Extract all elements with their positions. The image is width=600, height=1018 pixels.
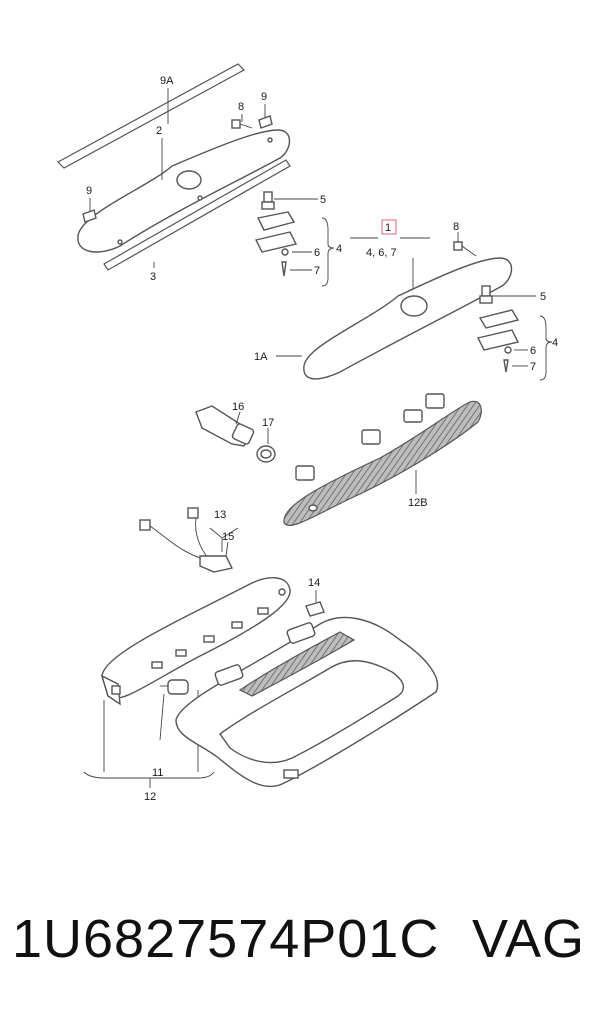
- seal-strip-9a: [57, 63, 245, 169]
- pad-9-upper: [258, 115, 273, 129]
- label-16: 16: [232, 401, 244, 413]
- label-17: 17: [262, 417, 274, 429]
- label-4: 4: [552, 337, 558, 349]
- label-1: 1: [385, 222, 391, 234]
- upper-left-assembly: [57, 63, 335, 287]
- label-9a: 9A: [160, 75, 174, 87]
- label-8: 8: [238, 101, 244, 113]
- label-9: 9: [86, 185, 92, 197]
- label-11: 11: [152, 767, 163, 779]
- screw-8-right: [453, 232, 477, 257]
- footer-caption: 1U6827574P01C VAG: [0, 900, 600, 1010]
- label-4: 4: [336, 243, 342, 255]
- seal-strip-3: [103, 159, 291, 271]
- label-1a: 1A: [254, 351, 268, 363]
- cover-part-2: [77, 129, 291, 253]
- label-4-6-7: 4, 6, 7: [366, 247, 397, 259]
- callout-labels: 9A 2 8 9 9 3 5 6 4 7 1 4, 6, 7 8 1A 5 6 …: [86, 75, 558, 803]
- lower-assembly: [83, 507, 439, 788]
- label-2: 2: [156, 125, 162, 137]
- screw-8-upper: [231, 119, 253, 129]
- middle-assembly: [195, 393, 482, 527]
- highlight-box: [381, 219, 397, 235]
- label-6: 6: [314, 247, 320, 259]
- connector-5-upper: [254, 191, 298, 277]
- label-5: 5: [540, 291, 546, 303]
- connector-16: [195, 405, 255, 447]
- rivet: [197, 195, 203, 201]
- part-number: 1U6827574P01C: [12, 909, 440, 969]
- label-12b: 12B: [408, 497, 428, 509]
- label-8: 8: [453, 221, 459, 233]
- lens-frame: [175, 616, 439, 788]
- camera-opening: [400, 295, 428, 317]
- rivet: [267, 137, 273, 143]
- label-7: 7: [530, 361, 536, 373]
- label-7: 7: [314, 265, 320, 277]
- cover-part-1a: [303, 257, 513, 380]
- clip-14: [305, 590, 325, 617]
- label-12: 12: [144, 791, 156, 803]
- upper-right-assembly: [276, 219, 553, 381]
- label-13: 13: [214, 509, 226, 521]
- label-9: 9: [261, 91, 267, 103]
- grommet-17: [256, 428, 276, 463]
- rivet: [117, 239, 123, 245]
- parts-exploded-diagram: 9A 2 8 9 9 3 5 6 4 7 1 4, 6, 7 8 1A 5 6 …: [57, 63, 558, 803]
- label-15: 15: [222, 531, 234, 543]
- wiring-harness-13: [139, 507, 239, 573]
- label-5: 5: [320, 194, 326, 206]
- brand-label: VAG: [472, 909, 586, 969]
- bulb-11: [159, 679, 189, 741]
- label-14: 14: [308, 577, 320, 589]
- housing-12: [83, 577, 291, 788]
- label-6: 6: [530, 345, 536, 357]
- camera-opening: [176, 170, 202, 190]
- connector-5-right: [476, 285, 520, 373]
- label-3: 3: [150, 271, 156, 283]
- light-bar-12b: [283, 393, 482, 527]
